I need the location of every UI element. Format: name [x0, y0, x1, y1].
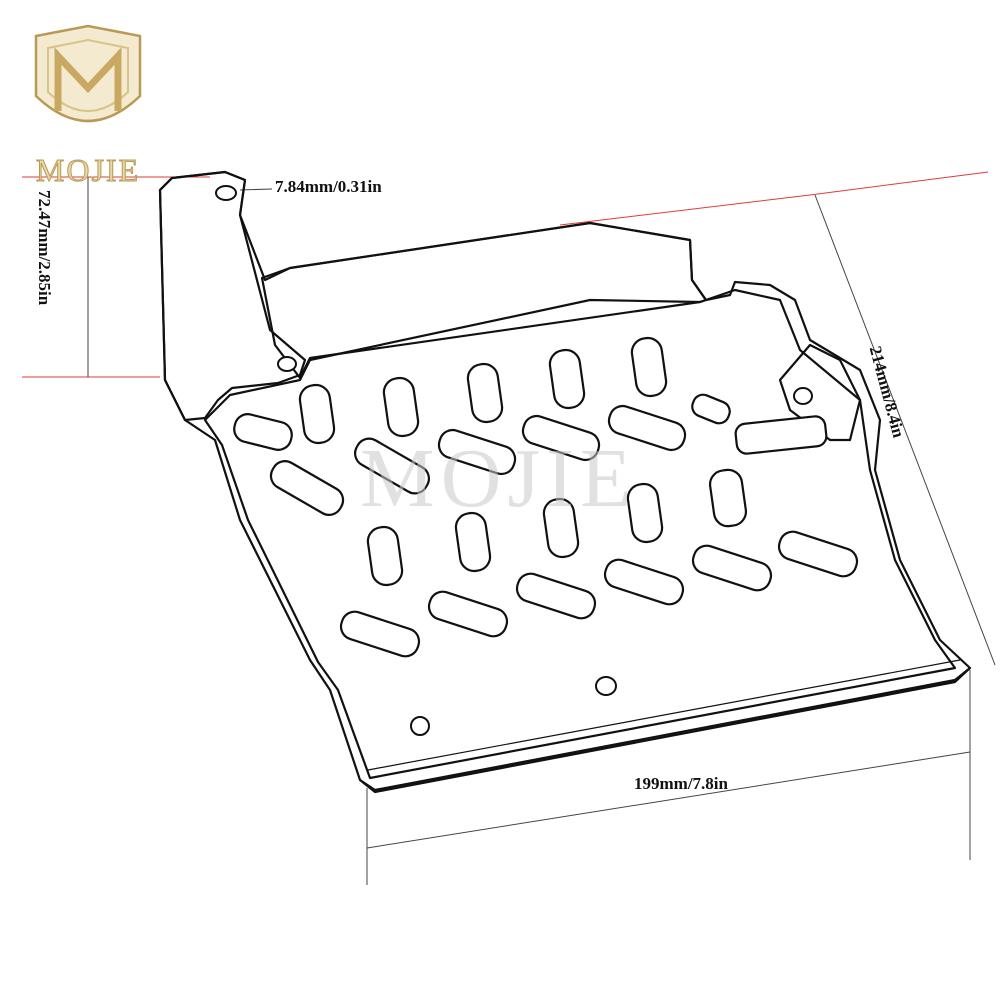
vent-slots	[233, 336, 859, 658]
guide-lines	[22, 171, 989, 378]
slot	[626, 482, 664, 544]
brand-logo: MOJIE	[14, 22, 162, 189]
mounting-holes	[215, 185, 813, 736]
hole-leader	[239, 188, 273, 191]
slot	[354, 437, 430, 495]
right-tab	[778, 343, 862, 442]
slot	[366, 525, 404, 587]
slot	[777, 530, 859, 578]
hole-top-left	[215, 185, 237, 201]
slot	[427, 590, 509, 638]
dimension-width-label: 199mm/7.8in	[634, 774, 728, 793]
dimension-lines	[87, 177, 996, 885]
hole-center-bottom	[595, 676, 617, 696]
width-dim-line	[366, 751, 971, 849]
slot	[542, 497, 580, 559]
brand-logo-emblem	[34, 24, 142, 123]
slot	[734, 415, 828, 455]
bottom-lip	[359, 667, 971, 794]
slot	[269, 460, 345, 516]
slot	[298, 383, 336, 445]
brand-name: MOJIE	[35, 152, 141, 189]
hole-bottom-left	[410, 716, 430, 736]
slot	[691, 544, 773, 592]
slot	[339, 610, 421, 658]
slot	[603, 558, 685, 606]
watermark: MOJIE	[360, 432, 638, 525]
plate-inner-rim	[203, 288, 957, 780]
guide-length-top-ext	[809, 171, 989, 196]
slot	[233, 413, 293, 451]
slot	[437, 428, 517, 476]
slot	[708, 468, 748, 528]
slot	[548, 348, 586, 410]
guide-length-top	[559, 194, 811, 226]
dimension-hole-label: 7.84mm/0.31in	[275, 177, 382, 196]
slot	[454, 511, 492, 573]
length-dim-line	[814, 194, 996, 666]
hole-right-tab	[793, 387, 813, 405]
slot	[466, 362, 504, 424]
slot	[630, 336, 668, 398]
slot	[382, 376, 420, 438]
hole-flange	[277, 356, 297, 372]
slot	[691, 393, 731, 425]
dimension-height-label: 72.47mm/2.85in	[35, 190, 54, 306]
left-bracket	[158, 170, 307, 422]
slot	[607, 404, 687, 452]
slot	[521, 414, 601, 462]
slot	[515, 572, 597, 620]
plate-outline	[158, 170, 972, 792]
